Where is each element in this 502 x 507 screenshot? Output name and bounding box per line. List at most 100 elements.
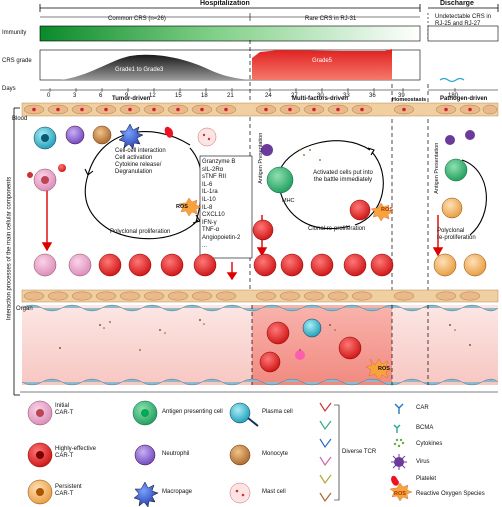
row-label-crs-grade: CRS grade xyxy=(2,58,32,64)
cytokine-item: IFN-γ xyxy=(202,219,217,226)
cycle-mid-line-2: the battle immediately xyxy=(313,177,373,183)
immunity-bar xyxy=(39,25,421,42)
cycle-left-bottom: Polyclonal proliferation xyxy=(110,229,171,235)
mid-mhc-label: MHC xyxy=(282,198,295,204)
legend-persistent-line-2: CAR-T xyxy=(55,491,74,497)
cytokine-item: IL-10 xyxy=(202,196,216,203)
cytokine-item: IL-8 xyxy=(202,204,213,211)
cycle-mid-arrows xyxy=(279,140,384,230)
day-0: 0 xyxy=(47,93,51,99)
cycle-mid-clonal: Clonal re-proliferation xyxy=(308,226,366,232)
day-3: 3 xyxy=(73,93,77,99)
section-multi-factors: Multi-factors-driven xyxy=(292,96,349,102)
subphase-common: Common CRS (n=26) xyxy=(108,16,166,22)
subphase-rare: Rare CRS in RJ-31 xyxy=(305,16,357,22)
right-cells xyxy=(441,130,475,219)
grade-5-label: Grade5 xyxy=(312,58,333,64)
day-6: 6 xyxy=(99,93,103,99)
day-30: 30 xyxy=(317,93,324,99)
cytokine-item: IL-6 xyxy=(202,181,213,188)
cycle-left-line-1: Cell-cell interaction xyxy=(115,148,166,154)
legend-initial-car-t: Initial CAR-T xyxy=(55,403,73,417)
vessel-bottom-wall xyxy=(21,289,499,303)
legend-monocyte: Monocyte xyxy=(262,451,289,457)
legend-plasma-cell: Plasma cell xyxy=(262,409,293,415)
phase-hospitalization: Hospitalization xyxy=(200,0,250,7)
legend-shapes xyxy=(20,391,498,507)
organ-label: Organ xyxy=(16,306,33,312)
cycle-left-line-3: Cytokine release/ xyxy=(115,162,162,168)
cycle-left-text: Cell-cell interaction Cell activation Cy… xyxy=(115,148,201,176)
cytokine-item: sTNF RII xyxy=(202,174,226,181)
legend-initial-line-2: CAR-T xyxy=(55,410,74,416)
day-24: 24 xyxy=(265,93,272,99)
legend-diverse-tcr: Diverse TCR xyxy=(342,449,377,455)
legend-ros: Reactive Oxygen Species xyxy=(416,491,485,497)
legend-virus: Virus xyxy=(416,459,430,465)
day-9: 9 xyxy=(125,93,129,99)
legend-highly-line-2: CAR-T xyxy=(55,453,74,459)
ros-left-label: ROS xyxy=(176,204,188,210)
legend-initial-line-1: Initial xyxy=(55,403,70,409)
cycle-mid-line-1: Activated cells put into xyxy=(313,170,373,176)
ros-mid-label: ROS xyxy=(381,207,393,213)
day-21: 21 xyxy=(227,93,234,99)
day-12: 12 xyxy=(149,93,156,99)
cytokine-list: Granzyme B sIL-2Rα sTNF RII IL-6 IL-1ra … xyxy=(202,159,252,250)
organ-ros-label: ROS xyxy=(378,366,390,372)
section-tumor-driven: Tumor-driven xyxy=(112,96,151,102)
vessel-top-wall xyxy=(21,102,499,117)
grade1-3-area xyxy=(60,54,250,80)
day-15: 15 xyxy=(175,93,182,99)
phase-discharge: Discharge xyxy=(440,0,474,7)
subphase-undetectable: Undetectable CRS in RJ-25 and RJ-27 xyxy=(435,14,492,27)
cycle-mid-text: Activated cells put into the battle imme… xyxy=(300,170,386,184)
legend-persistent-line-1: Persistent xyxy=(55,484,82,490)
legend-neutrophil: Neutrophil xyxy=(162,451,190,457)
ros-star-left xyxy=(178,197,202,217)
blood-cells-top xyxy=(27,123,217,192)
legend-macropage: Macropage xyxy=(162,489,193,495)
legend-highly-line-1: Highly-effective xyxy=(55,446,96,452)
cytokine-item: Granzyme B xyxy=(202,159,236,165)
cytokine-item: ... xyxy=(202,242,208,249)
cytokine-item: TNF-α xyxy=(202,227,220,234)
day-180: 180 xyxy=(448,93,459,99)
cytokine-item: CXCL10 xyxy=(202,212,225,219)
legend-persistent-car-t: Persistent CAR-T xyxy=(55,484,82,498)
legend-ros-abbr: ROS xyxy=(394,491,406,497)
day-27: 27 xyxy=(291,93,298,99)
row-label-days: Days xyxy=(2,86,16,92)
day-18: 18 xyxy=(201,93,208,99)
legend-cytokines: Cytokines xyxy=(416,441,443,447)
section-homeostasis: Homeostasis xyxy=(392,97,427,103)
section-pathogen-driven: Pathogen-driven xyxy=(440,96,488,102)
cytokine-item: sIL-2Rα xyxy=(202,166,224,173)
cytokine-item: Angiopoietin-2 xyxy=(202,234,241,241)
grade-1-3-label: Grade1 to Grade3 xyxy=(115,67,164,73)
day-33: 33 xyxy=(343,93,350,99)
right-antigen-presentation: Antigen Presentation xyxy=(433,142,440,194)
blood-label: Blood xyxy=(12,116,28,122)
grade5-area xyxy=(252,49,392,80)
blood-cells-bottom xyxy=(33,253,487,277)
cytokine-item: IL-1ra xyxy=(202,189,218,196)
organ-band xyxy=(21,304,499,386)
cycle-left-line-4: Degranulation xyxy=(115,169,153,175)
vertical-side-label: Interaction processes of the main cellul… xyxy=(6,176,13,321)
cycle-right-line-2: re-proliferation xyxy=(437,235,476,241)
legend-mast-cell: Mast cell xyxy=(262,489,286,495)
row-label-immunity: Immunity xyxy=(2,30,27,36)
cycle-right-arrow xyxy=(461,159,487,236)
legend-highly-effective-car-t: Highly-effective CAR-T xyxy=(55,446,96,460)
cycle-right-text: Polyclonal re-proliferation xyxy=(437,228,476,242)
legend-car: CAR xyxy=(416,405,429,411)
mid-antigen-presentation: Antigen Presentation xyxy=(257,132,264,184)
legend-platelet: Platelet xyxy=(416,476,437,482)
cycle-right-line-1: Polyclonal xyxy=(437,228,465,234)
mid-cells xyxy=(252,144,394,241)
red-arrows xyxy=(41,190,444,281)
day-39: 39 xyxy=(398,93,405,99)
discharge-wave xyxy=(439,77,465,83)
